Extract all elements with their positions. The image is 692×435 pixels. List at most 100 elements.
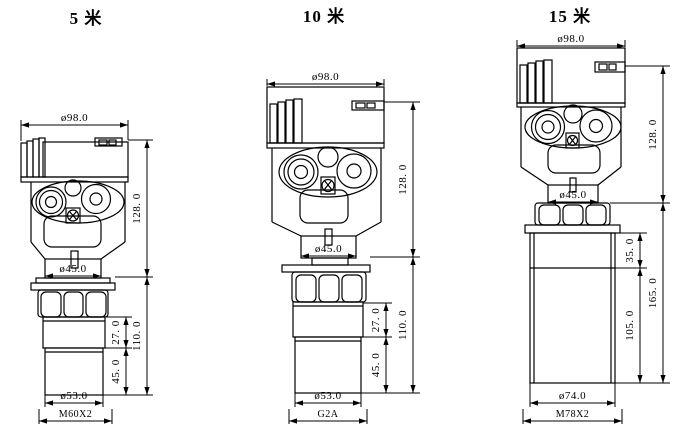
dimension-label: 128. 0 — [647, 119, 659, 150]
lock-nut — [534, 202, 611, 226]
dimension-label: ø53.0 — [314, 390, 341, 402]
dimension-arrow — [383, 329, 389, 337]
adjust-knob — [35, 186, 67, 218]
dimension-arrow — [295, 400, 303, 406]
dimension-arrow — [45, 273, 53, 279]
dimension-label: 165. 0 — [647, 278, 659, 309]
thread-section — [292, 301, 364, 338]
dimension-arrow — [45, 400, 53, 406]
adjust-knob-ring — [287, 158, 315, 186]
enclosure-cap — [42, 141, 129, 178]
cap-brim — [266, 142, 385, 149]
dimension-arrow — [637, 268, 643, 276]
dimension-arrow — [120, 122, 128, 128]
dimension-arrow — [21, 122, 29, 128]
adjust-knob — [336, 153, 372, 189]
dimension-arrow — [410, 102, 416, 110]
flange-plate — [311, 257, 349, 266]
dimension-arrow — [548, 199, 556, 205]
dimension-label: ø98.0 — [557, 33, 584, 45]
indicator-circle — [563, 104, 583, 124]
cooling-fin — [527, 62, 536, 104]
dimension-label: M78X2 — [556, 409, 590, 420]
dimension-arrow — [144, 277, 150, 285]
flange-plate — [30, 282, 116, 291]
fan-symbol-box — [565, 132, 580, 149]
dimension-arrow — [660, 66, 666, 74]
cooling-fin — [277, 101, 286, 144]
dimension-arrow — [383, 385, 389, 393]
lock-nut-tab — [318, 274, 340, 303]
fan-symbol-line — [323, 179, 333, 191]
dimension-label: 128. 0 — [397, 164, 409, 195]
fan-symbol-box — [65, 207, 81, 224]
dimension-arrow — [301, 253, 309, 259]
cable-entry — [351, 100, 385, 111]
housing-chamfer — [355, 221, 382, 237]
cooling-fin — [269, 103, 278, 144]
dimension-arrow — [607, 400, 615, 406]
dimension-label: 27. 0 — [370, 308, 382, 333]
dimension-arrow — [123, 317, 129, 325]
dimension-arrow — [410, 257, 416, 265]
dimension-label: 110. 0 — [131, 321, 143, 351]
lock-nut-tab — [585, 204, 607, 226]
dimension-label: ø98.0 — [312, 71, 339, 83]
lock-nut-tab — [341, 274, 363, 303]
dimension-arrow — [637, 233, 643, 241]
dimension-label: ø53.0 — [60, 390, 87, 402]
dimension-arrow — [590, 199, 598, 205]
dimension-arrow — [144, 269, 150, 277]
drawing-title: 15 米 — [549, 6, 591, 26]
dimension-arrow — [144, 387, 150, 395]
lock-nut-tab — [538, 204, 561, 226]
cooling-fin — [293, 98, 303, 144]
dimension-arrow — [410, 249, 416, 257]
dimension-arrow — [123, 340, 129, 348]
cable-entry-detail — [98, 139, 108, 146]
dimension-label: M60X2 — [59, 409, 93, 420]
display-window — [547, 144, 601, 174]
housing-chamfer — [520, 166, 549, 186]
lock-nut-tab — [562, 204, 584, 226]
adjust-knob-center — [541, 120, 555, 134]
dimension-label: ø74.0 — [559, 390, 586, 402]
adjust-knob — [80, 183, 112, 215]
dimension-label: ø45.0 — [315, 243, 342, 255]
dimension-arrow — [660, 203, 666, 211]
fan-symbol-circle — [321, 178, 335, 193]
adjust-knob-center — [293, 164, 309, 180]
horn-cylinder — [294, 336, 362, 394]
housing-chamfer — [597, 166, 622, 186]
lock-nut-tab — [85, 291, 107, 318]
dimension-arrow — [376, 81, 384, 87]
dimension-arrow — [614, 418, 622, 424]
dimension-arrow — [353, 400, 361, 406]
cable-entry-detail — [355, 102, 366, 109]
dimension-label: ø45.0 — [59, 263, 86, 275]
drawing-title: 10 米 — [303, 6, 345, 26]
dimension-arrow — [517, 43, 525, 49]
indicator-circle — [317, 146, 339, 168]
fan-symbol-line — [568, 135, 577, 146]
dimension-arrow — [637, 260, 643, 268]
adjust-knob-center — [44, 195, 58, 209]
dimension-label: 45. 0 — [370, 353, 382, 378]
cable-entry-detail — [366, 102, 376, 109]
cooling-fin — [519, 64, 528, 104]
flange-plate — [281, 264, 371, 273]
dimension-arrow — [123, 348, 129, 356]
dimension-arrow — [410, 385, 416, 393]
dimension-arrow — [39, 418, 47, 424]
adjust-knob — [579, 109, 613, 143]
horn-cylinder — [529, 232, 616, 384]
dimension-label: 27. 0 — [110, 320, 122, 345]
adjust-knob-center — [346, 163, 362, 179]
cooling-fin — [20, 142, 28, 178]
lock-nut-tab — [40, 291, 62, 318]
dimension-arrow — [123, 387, 129, 395]
dimension-label: 128. 0 — [131, 193, 143, 224]
